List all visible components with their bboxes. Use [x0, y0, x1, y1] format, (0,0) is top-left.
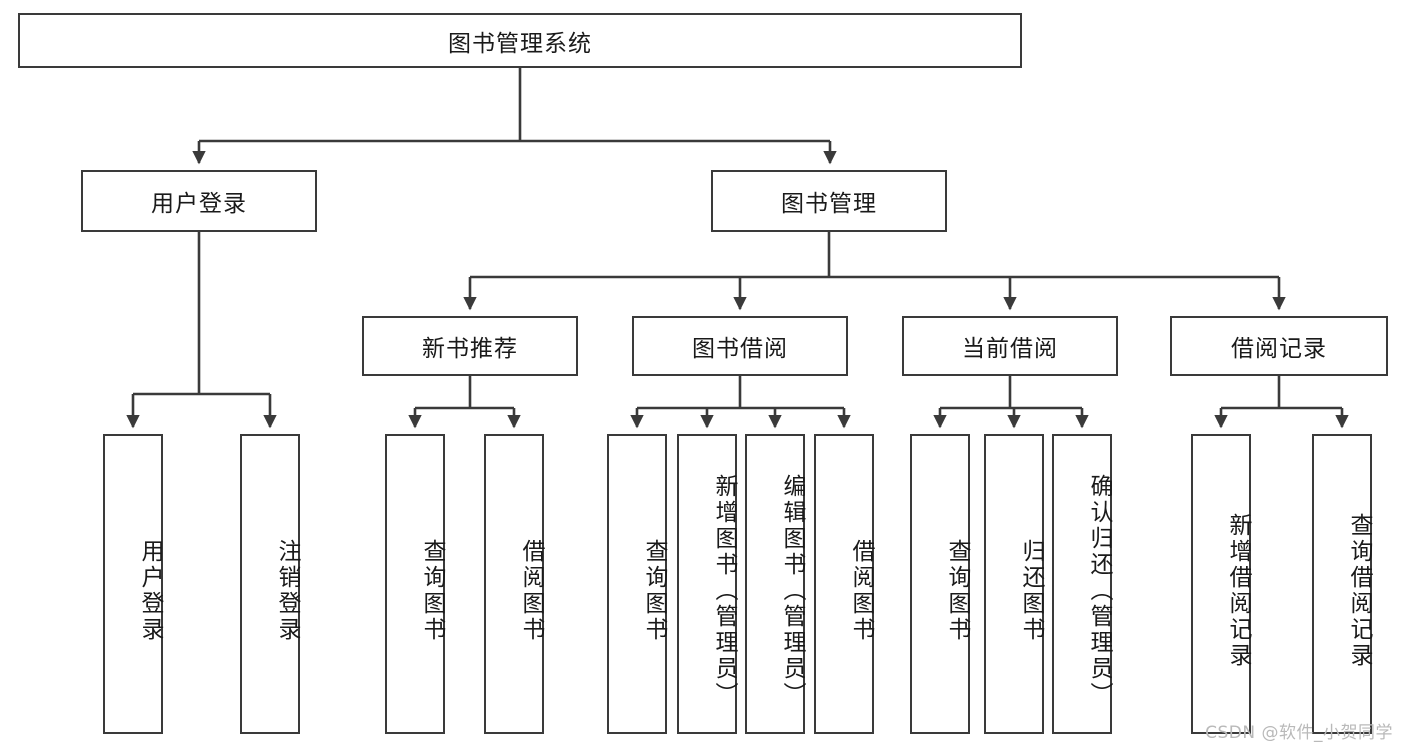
node-leaf-borrow-book-1-label: 借阅图书	[518, 539, 544, 643]
node-book-manage-label: 图书管理	[781, 191, 877, 217]
node-leaf-query-record[interactable]: 查询借阅记录	[1312, 434, 1372, 734]
node-leaf-edit-book[interactable]: 编辑图书（管理员）	[745, 434, 805, 734]
node-leaf-query-book-1-label: 查询图书	[419, 539, 445, 643]
node-leaf-borrow-book-1[interactable]: 借阅图书	[484, 434, 544, 734]
node-leaf-query-book-3-label: 查询图书	[944, 539, 970, 643]
node-leaf-edit-book-label: 编辑图书（管理员）	[779, 474, 805, 708]
node-root[interactable]: 图书管理系统	[18, 13, 1022, 68]
node-leaf-user-login-label: 用户登录	[137, 539, 163, 643]
node-leaf-query-book-2[interactable]: 查询图书	[607, 434, 667, 734]
node-leaf-return-book-label: 归还图书	[1018, 539, 1044, 643]
node-user-login-label: 用户登录	[151, 191, 247, 217]
node-current-borrow[interactable]: 当前借阅	[902, 316, 1118, 376]
node-leaf-confirm-return-label: 确认归还（管理员）	[1086, 474, 1112, 708]
node-new-book-recommend-label: 新书推荐	[422, 336, 518, 362]
node-new-book-recommend[interactable]: 新书推荐	[362, 316, 578, 376]
node-root-label: 图书管理系统	[448, 30, 592, 57]
node-borrow-record-label: 借阅记录	[1231, 336, 1327, 362]
node-user-login[interactable]: 用户登录	[81, 170, 317, 232]
node-leaf-query-book-3[interactable]: 查询图书	[910, 434, 970, 734]
node-leaf-add-book[interactable]: 新增图书（管理员）	[677, 434, 737, 734]
node-leaf-borrow-book-2[interactable]: 借阅图书	[814, 434, 874, 734]
node-leaf-query-record-label: 查询借阅记录	[1346, 513, 1372, 669]
node-leaf-add-record[interactable]: 新增借阅记录	[1191, 434, 1251, 734]
node-leaf-query-book-2-label: 查询图书	[641, 539, 667, 643]
node-leaf-return-book[interactable]: 归还图书	[984, 434, 1044, 734]
node-book-borrow-label: 图书借阅	[692, 336, 788, 362]
node-current-borrow-label: 当前借阅	[962, 336, 1058, 362]
watermark: CSDN @软件_小贺同学	[1205, 723, 1393, 743]
node-leaf-add-book-label: 新增图书（管理员）	[711, 474, 737, 708]
node-book-borrow[interactable]: 图书借阅	[632, 316, 848, 376]
node-leaf-query-book-1[interactable]: 查询图书	[385, 434, 445, 734]
node-leaf-borrow-book-2-label: 借阅图书	[848, 539, 874, 643]
node-leaf-logout[interactable]: 注销登录	[240, 434, 300, 734]
node-book-manage[interactable]: 图书管理	[711, 170, 947, 232]
node-leaf-user-login[interactable]: 用户登录	[103, 434, 163, 734]
node-leaf-logout-label: 注销登录	[274, 539, 300, 643]
node-leaf-confirm-return[interactable]: 确认归还（管理员）	[1052, 434, 1112, 734]
node-leaf-add-record-label: 新增借阅记录	[1225, 513, 1251, 669]
node-borrow-record[interactable]: 借阅记录	[1170, 316, 1388, 376]
